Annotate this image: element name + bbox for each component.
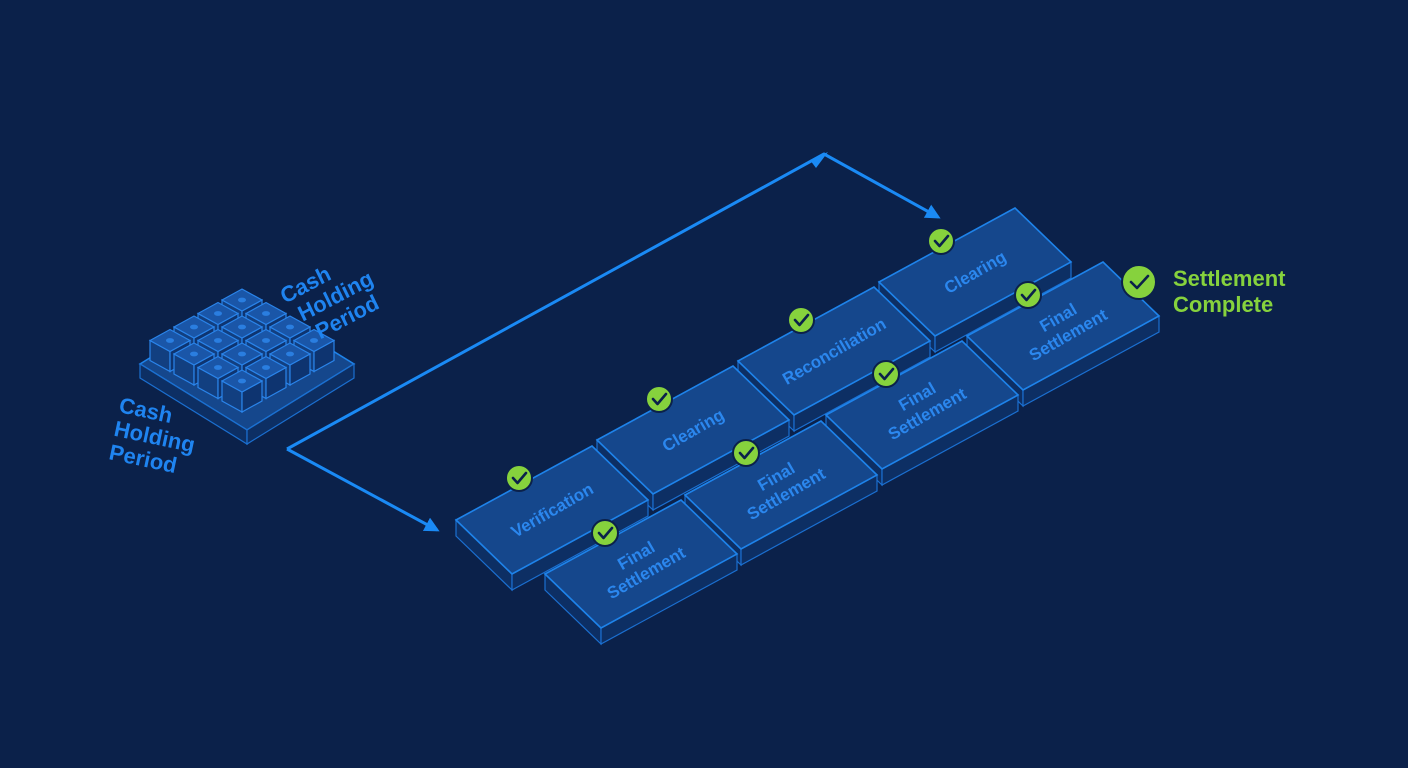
flow-arrow-lower xyxy=(286,447,440,532)
check-icon xyxy=(738,446,755,460)
process-tile: Clearing xyxy=(877,207,1073,354)
process-tile: FinalSettlement xyxy=(965,261,1161,408)
check-icon xyxy=(933,234,950,248)
check-icon xyxy=(1020,288,1037,302)
holding-base-right xyxy=(246,362,355,446)
check-icon xyxy=(511,471,528,485)
process-tile: FinalSettlement xyxy=(683,420,879,567)
check-icon xyxy=(878,367,895,381)
settlement-complete-label: Settlement Complete xyxy=(1173,266,1292,317)
check-badge xyxy=(787,306,815,334)
check-badge xyxy=(732,439,760,467)
process-tile: FinalSettlement xyxy=(543,499,739,646)
check-icon xyxy=(1129,274,1150,290)
check-badge xyxy=(591,519,619,547)
check-icon xyxy=(793,313,810,327)
cash-block-cube xyxy=(220,369,264,414)
flow-arrows xyxy=(286,152,941,532)
flow-arrow-mid-head xyxy=(810,152,828,168)
check-badge xyxy=(505,464,533,492)
check-badge xyxy=(1014,281,1042,309)
check-badge xyxy=(645,385,673,413)
check-badge xyxy=(872,360,900,388)
check-badge xyxy=(927,227,955,255)
complete-check-badge xyxy=(1121,264,1157,300)
cash-holding-block-group xyxy=(138,288,356,446)
check-icon xyxy=(597,526,614,540)
process-tile: FinalSettlement xyxy=(824,340,1020,487)
process-tiles: ClearingFinalSettlementReconciliationFin… xyxy=(454,207,1161,646)
settlement-complete-indicator: Settlement Complete xyxy=(1121,264,1292,317)
check-icon xyxy=(651,392,668,406)
